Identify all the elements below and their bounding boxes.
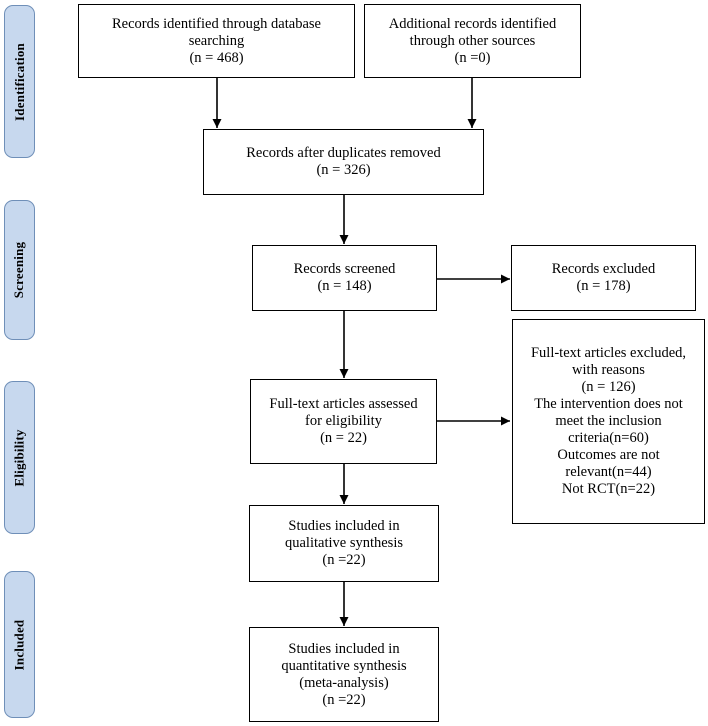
- box-line: searching: [188, 32, 245, 49]
- phase-identification: Identification: [4, 5, 35, 158]
- box-line: Not RCT(n=22): [561, 481, 656, 497]
- box-line: (n = 148): [317, 278, 372, 294]
- box-line: quantitative synthesis: [281, 657, 407, 674]
- box-line: (n =22): [322, 691, 366, 708]
- box-other-sources: Additional records identified through ot…: [364, 4, 581, 78]
- box-line: (n =0): [454, 49, 491, 66]
- phase-screening-label: Screening: [11, 241, 27, 299]
- box-line: qualitative synthesis: [285, 535, 403, 551]
- box-line: (n = 22): [320, 430, 367, 446]
- box-duplicates-removed: Records after duplicates removed (n = 32…: [203, 129, 484, 195]
- phase-included-label: Included: [11, 619, 27, 670]
- box-line: with reasons: [572, 362, 645, 378]
- box-database-records: Records identified through database sear…: [78, 4, 355, 78]
- box-records-screened: Records screened (n = 148): [252, 245, 437, 311]
- box-line: Studies included in: [288, 640, 400, 657]
- box-line: (n =22): [322, 552, 366, 568]
- box-quantitative-synthesis: Studies included in quantitative synthes…: [249, 627, 439, 722]
- phase-identification-label: Identification: [11, 42, 27, 121]
- box-line: (meta-analysis): [299, 674, 389, 691]
- box-line: Records after duplicates removed: [246, 145, 441, 161]
- box-line: Outcomes are not: [557, 447, 660, 463]
- box-full-text-excluded: Full-text articles excluded, with reason…: [512, 319, 705, 524]
- box-qualitative-synthesis: Studies included in qualitative synthesi…: [249, 505, 439, 582]
- box-line: (n = 178): [576, 278, 631, 294]
- box-line: (n = 326): [316, 162, 371, 178]
- box-line: The intervention does not: [534, 396, 683, 412]
- box-line: Records screened: [293, 261, 396, 277]
- box-line: (n = 468): [189, 49, 244, 66]
- phase-eligibility: Eligibility: [4, 381, 35, 534]
- box-line: for eligibility: [305, 413, 382, 429]
- box-line: Additional records identified: [388, 15, 557, 32]
- phase-included: Included: [4, 571, 35, 718]
- box-line: Records identified through database: [112, 15, 321, 32]
- box-line: meet the inclusion: [555, 413, 662, 429]
- box-line: through other sources: [409, 32, 536, 49]
- box-line: Studies included in: [288, 518, 400, 534]
- box-line: Full-text articles excluded,: [530, 345, 687, 361]
- box-line: Records excluded: [551, 261, 656, 277]
- box-records-excluded: Records excluded (n = 178): [511, 245, 696, 311]
- box-line: relevant(n=44): [565, 464, 652, 480]
- box-full-text-assessed: Full-text articles assessed for eligibil…: [250, 379, 437, 464]
- phase-screening: Screening: [4, 200, 35, 340]
- phase-eligibility-label: Eligibility: [11, 428, 27, 487]
- box-line: Full-text articles assessed: [269, 396, 418, 412]
- box-line: (n = 126): [581, 379, 636, 395]
- box-line: criteria(n=60): [568, 430, 649, 446]
